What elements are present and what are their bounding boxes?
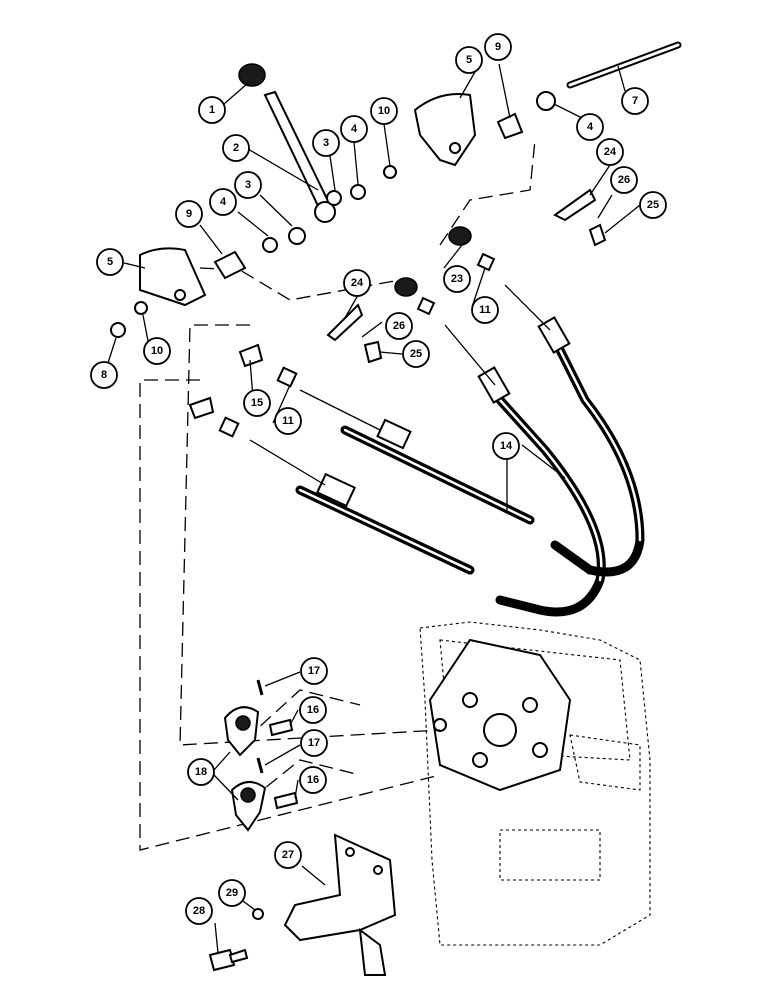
svg-text:16: 16 (307, 704, 319, 716)
svg-text:24: 24 (351, 277, 364, 289)
svg-text:16: 16 (307, 774, 319, 786)
svg-text:17: 17 (308, 737, 320, 749)
callout-25-upper: 25 (639, 191, 667, 219)
grommets-23 (394, 226, 472, 297)
brackets (139, 93, 477, 307)
callout-3-upper: 3 (312, 129, 340, 157)
svg-text:11: 11 (282, 415, 294, 427)
svg-text:4: 4 (587, 121, 594, 133)
callout-17-upper: 17 (300, 657, 328, 685)
svg-text:4: 4 (351, 123, 358, 135)
svg-text:26: 26 (618, 174, 630, 186)
svg-text:25: 25 (647, 199, 659, 211)
callout-11-upper: 11 (471, 296, 499, 324)
callout-23: 23 (443, 265, 471, 293)
callout-11-lower: 11 (274, 407, 302, 435)
callout-25-mid: 25 (402, 340, 430, 368)
callout-9-upper: 9 (484, 33, 512, 61)
svg-text:11: 11 (479, 304, 491, 316)
svg-text:25: 25 (410, 348, 422, 360)
callout-15: 15 (243, 389, 271, 417)
svg-text:9: 9 (186, 208, 192, 220)
svg-text:9: 9 (495, 41, 501, 53)
clips-24 (326, 188, 597, 342)
callout-9-left: 9 (175, 200, 203, 228)
callout-7: 7 (621, 87, 649, 115)
callout-26-upper: 26 (610, 166, 638, 194)
rod-7 (566, 41, 682, 89)
svg-text:15: 15 (251, 397, 263, 409)
shift-lever (238, 63, 336, 223)
callout-10-left: 10 (143, 337, 171, 365)
svg-text:7: 7 (632, 95, 638, 107)
callout-8: 8 (90, 361, 118, 389)
svg-text:18: 18 (195, 766, 207, 778)
svg-text:26: 26 (393, 320, 405, 332)
svg-text:3: 3 (245, 179, 251, 191)
leader-lines (107, 63, 641, 954)
svg-text:24: 24 (604, 146, 617, 158)
callout-28: 28 (185, 897, 213, 925)
svg-text:10: 10 (151, 345, 163, 357)
clevis-15-and-11 (188, 252, 496, 438)
mounting-bracket-27 (283, 833, 397, 976)
callout-10-upper: 10 (370, 97, 398, 125)
callout-16-lower: 16 (299, 766, 327, 794)
callout-3-left: 3 (234, 171, 262, 199)
svg-text:5: 5 (107, 256, 113, 268)
svg-text:1: 1 (209, 104, 215, 116)
callout-4-left: 4 (209, 188, 237, 216)
svg-text:10: 10 (378, 105, 390, 117)
selector-plate (428, 638, 572, 792)
svg-text:8: 8 (101, 369, 107, 381)
callout-1: 1 (198, 96, 226, 124)
bolts (208, 223, 607, 972)
callout-16-upper: 16 (299, 696, 327, 724)
callout-4-right: 4 (576, 113, 604, 141)
svg-text:28: 28 (193, 905, 205, 917)
callout-4-upper: 4 (340, 115, 368, 143)
svg-text:5: 5 (466, 54, 472, 66)
callout-24-mid: 24 (343, 269, 371, 297)
shift-arms-18 (223, 706, 267, 832)
callout-17-lower: 17 (300, 729, 328, 757)
svg-text:29: 29 (226, 887, 238, 899)
callout-26-mid: 26 (385, 312, 413, 340)
cable-assemblies (249, 284, 645, 617)
callout-14: 14 (492, 432, 520, 460)
svg-text:4: 4 (220, 196, 227, 208)
callout-2: 2 (222, 134, 250, 162)
callout-18: 18 (187, 758, 215, 786)
svg-text:2: 2 (233, 142, 239, 154)
callout-24-upper: 24 (596, 138, 624, 166)
svg-text:3: 3 (323, 137, 329, 149)
callout-5-left: 5 (96, 248, 124, 276)
callout-5-upper: 5 (455, 46, 483, 74)
svg-text:14: 14 (500, 440, 513, 452)
svg-text:23: 23 (451, 273, 463, 285)
svg-text:17: 17 (308, 665, 320, 677)
callout-27: 27 (274, 841, 302, 869)
pins-17 (256, 679, 264, 774)
svg-text:27: 27 (282, 849, 294, 861)
callout-29: 29 (218, 879, 246, 907)
